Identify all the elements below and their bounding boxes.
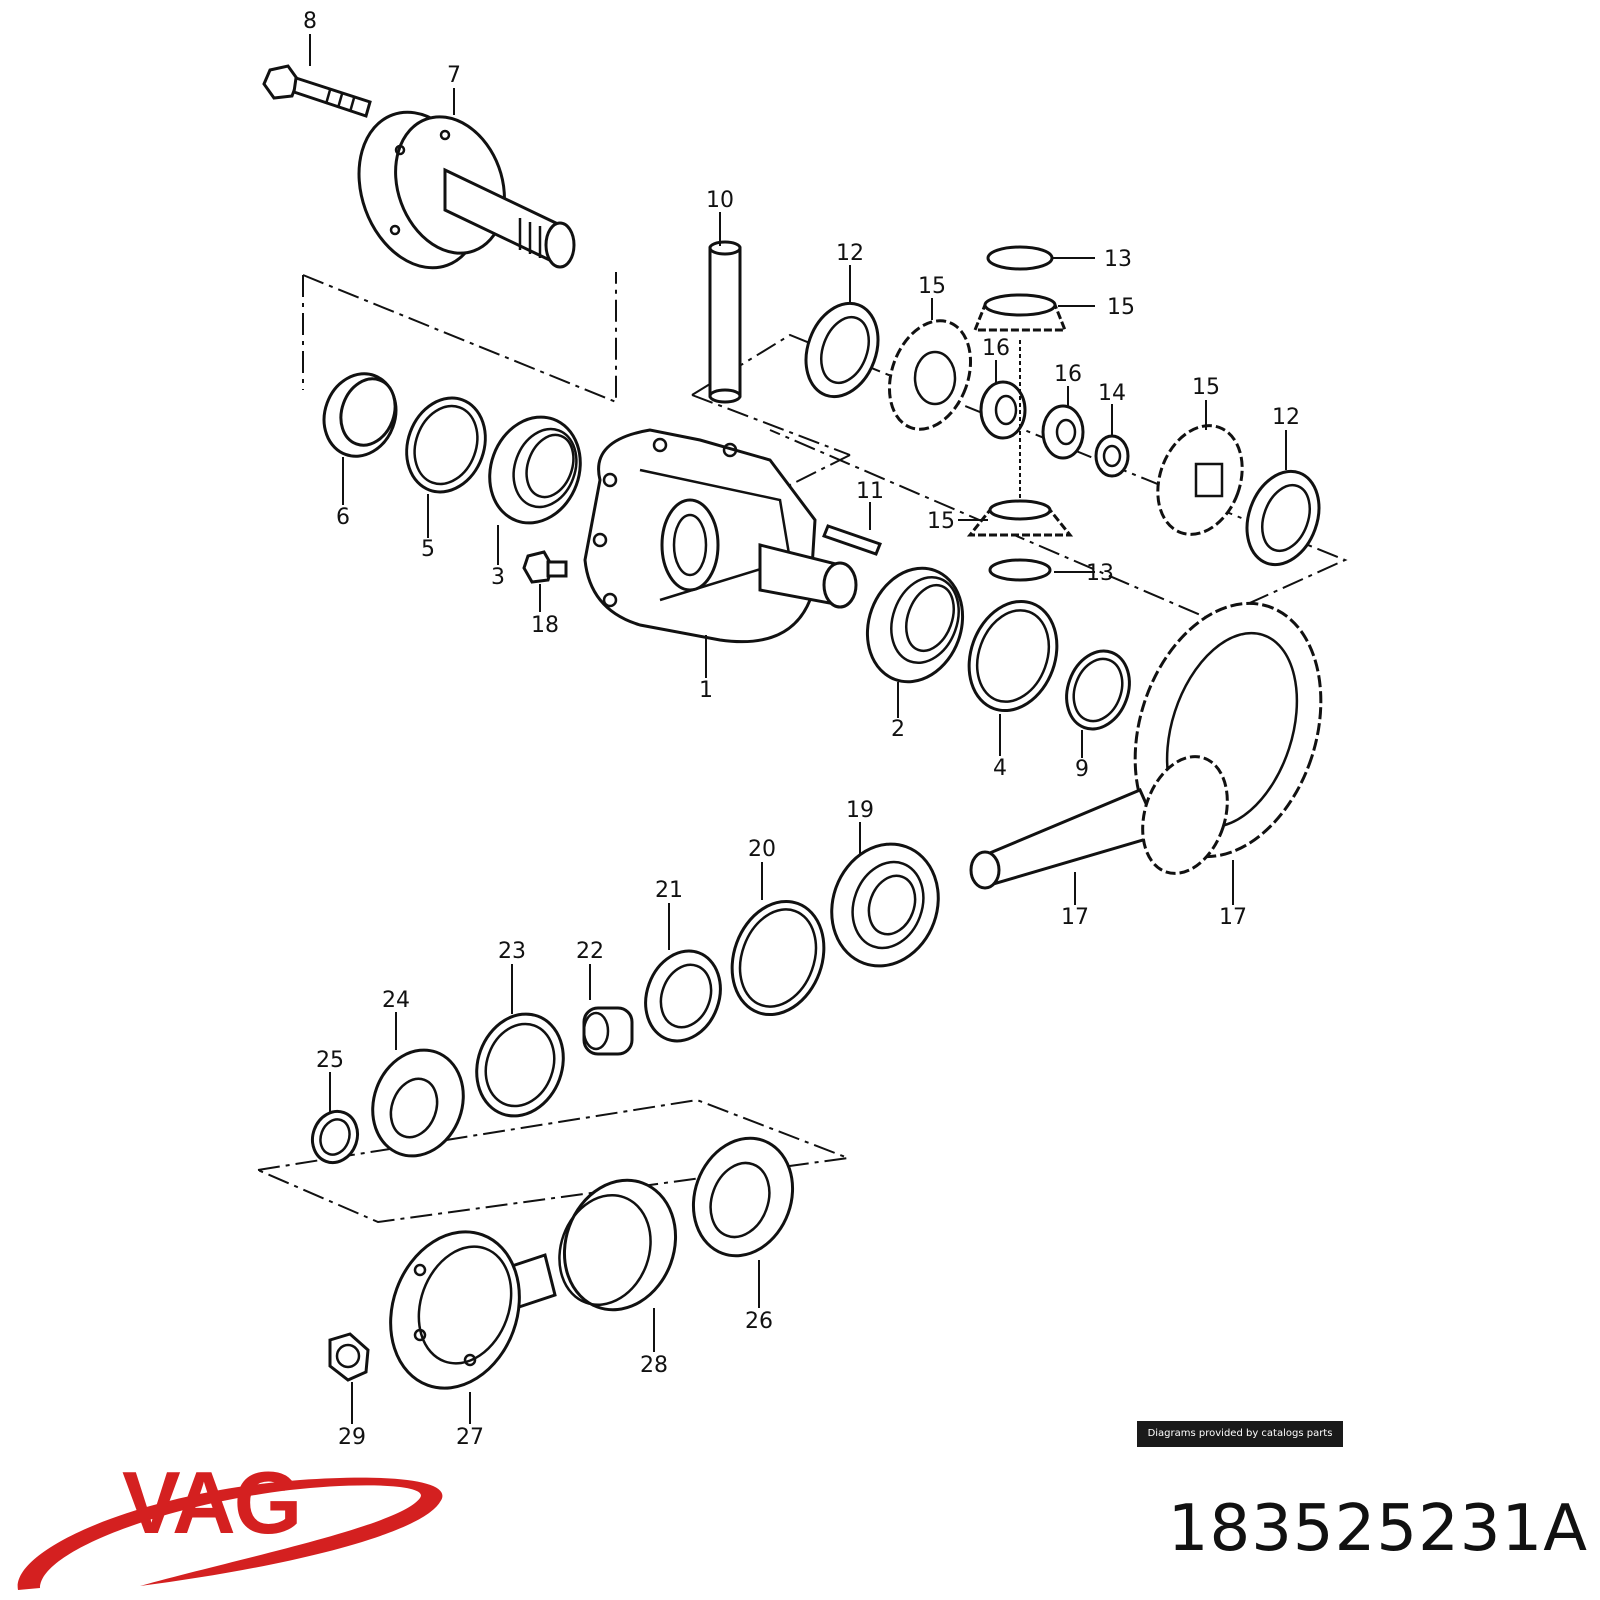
- callout-1: 1: [699, 678, 713, 703]
- part-21-ring: [644, 949, 722, 1043]
- diagram-credit: Diagrams provided by catalogs parts: [1137, 1421, 1343, 1447]
- part-16-spacer-right: [1041, 404, 1085, 460]
- callout-17-gear: 17: [1219, 905, 1247, 930]
- callout-24: 24: [382, 988, 410, 1013]
- part-28-cover: [558, 1178, 678, 1312]
- part-4-shim: [967, 599, 1059, 713]
- part-15-side-gear-right: [1156, 424, 1244, 536]
- callout-28: 28: [640, 1353, 668, 1378]
- callout-4: 4: [993, 756, 1007, 781]
- part-25-washer: [310, 1109, 360, 1165]
- callout-14: 14: [1098, 381, 1126, 406]
- callout-21: 21: [655, 878, 683, 903]
- callout-23: 23: [498, 939, 526, 964]
- leader-lines: [309, 34, 1287, 1424]
- callout-15-top: 15: [1107, 295, 1135, 320]
- callout-3: 3: [491, 565, 505, 590]
- callout-5: 5: [421, 537, 435, 562]
- callout-15-right: 15: [1192, 375, 1220, 400]
- part-18-plug: [522, 550, 568, 584]
- part-10-pin: [708, 240, 742, 404]
- callout-12-left: 12: [836, 241, 864, 266]
- part-17-pinion-shaft: [969, 755, 1229, 890]
- part-9-ring: [1065, 649, 1131, 731]
- part-1-differential-housing: [583, 428, 858, 644]
- logo-wordmark: VAG: [122, 1453, 300, 1552]
- part-12-thrust-washer-right: [1245, 469, 1321, 567]
- part-3-bearing: [488, 415, 582, 525]
- part-19-bearing: [830, 842, 940, 968]
- callout-18: 18: [531, 613, 559, 638]
- callout-27: 27: [456, 1425, 484, 1450]
- callout-labels: 1 2 3 4 5 6 7 8 9 10 11 12 12 13 13 14 1…: [303, 9, 1300, 1450]
- assembly-lines: [257, 272, 1348, 1224]
- part-15-pinion-top: [972, 293, 1068, 332]
- part-number: 183525231A: [1167, 1492, 1588, 1566]
- callout-26: 26: [745, 1309, 773, 1334]
- callout-15-left: 15: [918, 274, 946, 299]
- callout-13-top: 13: [1104, 247, 1132, 272]
- part-16-spacer-left: [979, 380, 1027, 440]
- callout-25: 25: [316, 1048, 344, 1073]
- part-15-side-gear-left: [887, 319, 973, 431]
- part-14-washer: [1094, 434, 1130, 478]
- part-26-seal: [691, 1136, 795, 1258]
- part-2-bearing: [865, 566, 965, 684]
- callout-8: 8: [303, 9, 317, 34]
- part-8-bolt: [262, 64, 372, 118]
- part-13-washer-bottom: [988, 558, 1052, 582]
- part-12-thrust-washer-left: [804, 301, 880, 399]
- callout-9: 9: [1075, 757, 1089, 782]
- part-23-shim: [475, 1012, 565, 1118]
- part-6-seal: [322, 372, 398, 458]
- part-22-spacer: [582, 1006, 634, 1056]
- part-5-shim: [405, 396, 487, 494]
- part-29-nut: [328, 1332, 370, 1382]
- callout-19: 19: [846, 798, 874, 823]
- part-13-washer-top: [986, 245, 1054, 271]
- logo-swoosh: [17, 1477, 443, 1590]
- callout-11: 11: [856, 479, 884, 504]
- callout-2: 2: [891, 717, 905, 742]
- callout-29: 29: [338, 1425, 366, 1450]
- callout-15-bottom: 15: [927, 509, 955, 534]
- callout-20: 20: [748, 837, 776, 862]
- callout-10: 10: [706, 188, 734, 213]
- part-20-shim: [730, 899, 826, 1017]
- part-11-roll-pin: [822, 524, 882, 556]
- part-15-pinion-bottom: [966, 499, 1074, 537]
- brand-logo: VAG: [17, 1453, 443, 1590]
- callout-7: 7: [447, 63, 461, 88]
- callout-13-bottom: 13: [1086, 561, 1114, 586]
- callout-16-right: 16: [1054, 362, 1082, 387]
- part-7-flange-shaft: [357, 110, 576, 270]
- part-24-bearing: [371, 1048, 465, 1158]
- callout-16-left: 16: [982, 336, 1010, 361]
- part-27-flange: [389, 1230, 557, 1390]
- callout-22: 22: [576, 939, 604, 964]
- callout-17-shaft: 17: [1061, 905, 1089, 930]
- callout-12-right: 12: [1272, 405, 1300, 430]
- callout-6: 6: [336, 505, 350, 530]
